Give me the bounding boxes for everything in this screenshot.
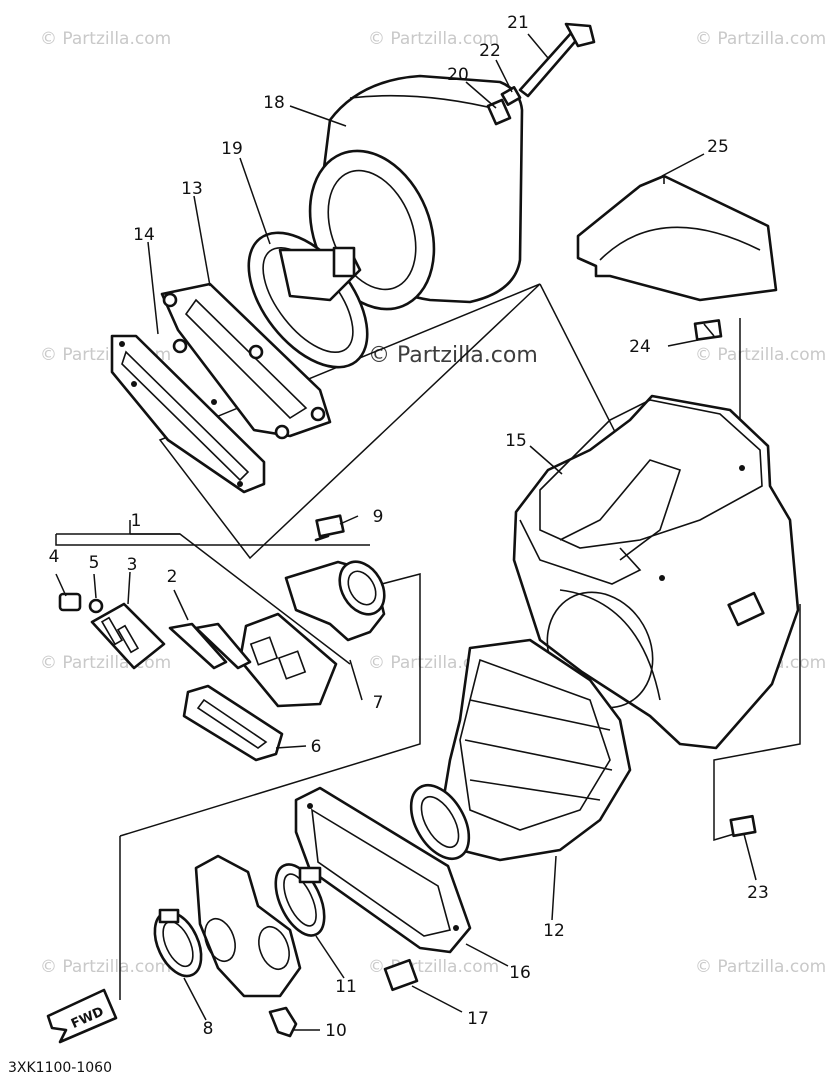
callouts: 1 2 3 4 5 6 7 8 9 10 11 12 13 14 15 16 1… [49, 13, 769, 1041]
callout-1: 1 [131, 511, 142, 531]
screw-24 [693, 319, 723, 341]
watermark: © Partzilla.com [695, 957, 826, 977]
clip-10 [268, 1006, 298, 1038]
filter-guide [247, 231, 369, 369]
grommet [383, 958, 419, 992]
reed-valve-assembly [238, 612, 338, 708]
callout-18: 18 [263, 93, 285, 113]
air-box-case [512, 394, 800, 750]
callout-8: 8 [203, 1019, 214, 1039]
watermark: © Partzilla.com [40, 653, 171, 673]
carburetor-body [194, 854, 302, 998]
watermark: © Partzilla.com [368, 29, 499, 49]
callout-15: 15 [505, 431, 527, 451]
screw-washer [58, 592, 104, 614]
clamp-8 [153, 908, 203, 978]
reed-gasket [182, 684, 284, 762]
callout-22: 22 [479, 41, 501, 61]
carburetor-joint [284, 560, 386, 642]
leader-lines [55, 33, 757, 1031]
callout-17: 17 [467, 1009, 489, 1029]
watermark: © Partzilla.com [695, 345, 826, 365]
callout-20: 20 [447, 65, 469, 85]
callout-14: 14 [133, 225, 155, 245]
callout-5: 5 [89, 553, 100, 573]
diagram-code: 3XK1100-1060 [8, 1060, 112, 1076]
clamp-11 [274, 863, 326, 937]
callout-6: 6 [311, 737, 322, 757]
callout-7: 7 [373, 693, 384, 713]
reed-stopper [168, 622, 252, 670]
watermark: © Partzilla.com [695, 29, 826, 49]
bolt-23 [729, 814, 757, 838]
air-intake-boot [409, 638, 632, 862]
bolt-9 [314, 514, 345, 542]
callout-12: 12 [543, 921, 565, 941]
watermark: © Partzilla.com [40, 29, 171, 49]
bolt-assembly [486, 22, 596, 126]
watermark: © Partzilla.com [40, 957, 171, 977]
gasket [110, 334, 266, 494]
callout-10: 10 [325, 1021, 347, 1041]
boot-flange [294, 786, 472, 954]
callout-9: 9 [373, 507, 384, 527]
callout-23: 23 [747, 883, 769, 903]
callout-4: 4 [49, 547, 60, 567]
watermark-center: © Partzilla.com [368, 343, 538, 368]
callout-21: 21 [507, 13, 529, 33]
reed-plate [90, 602, 166, 670]
callout-11: 11 [335, 977, 357, 997]
air-box-cover [576, 174, 778, 302]
callout-3: 3 [127, 555, 138, 575]
callout-25: 25 [707, 137, 729, 157]
callout-16: 16 [509, 963, 531, 983]
callout-13: 13 [181, 179, 203, 199]
air-filter-element [308, 74, 524, 311]
fwd-arrow-icon: FWD [46, 988, 118, 1044]
callout-2: 2 [167, 567, 178, 587]
filter-joint-plate [160, 282, 332, 440]
callout-24: 24 [629, 337, 651, 357]
callout-19: 19 [221, 139, 243, 159]
